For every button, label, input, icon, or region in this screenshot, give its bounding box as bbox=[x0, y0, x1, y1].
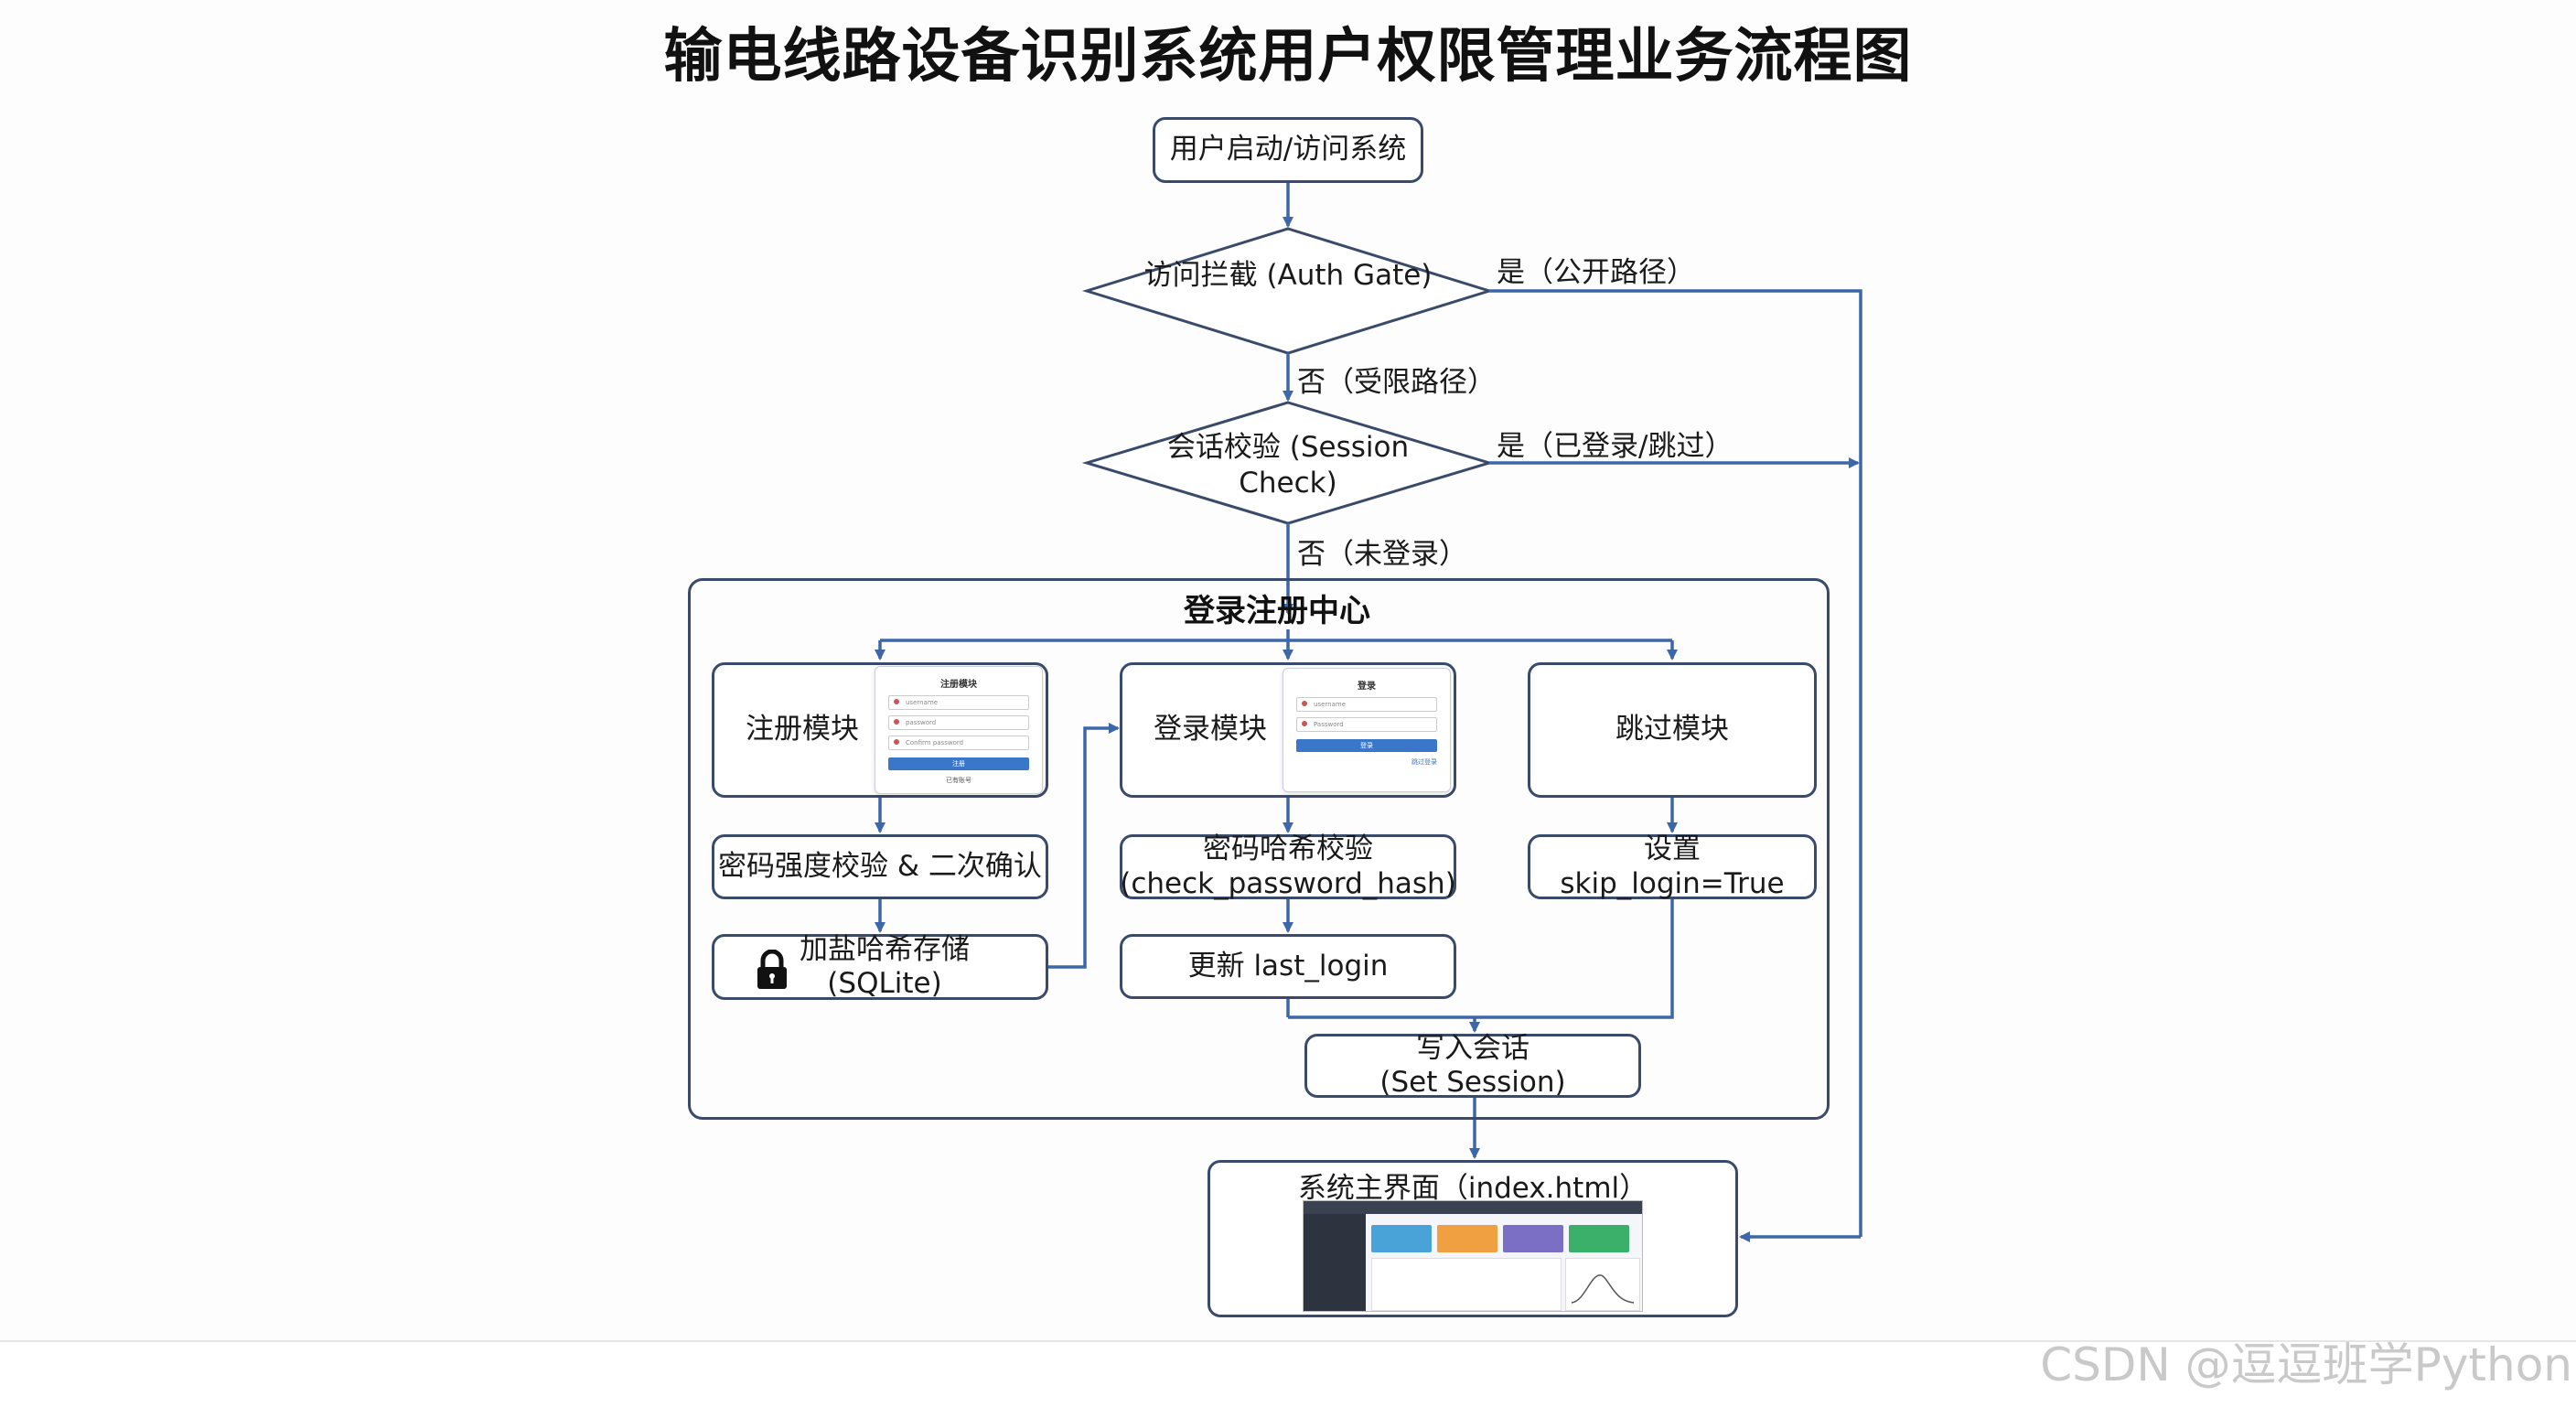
edge-gate-yes bbox=[1489, 289, 1862, 1237]
register-module-label: 注册模块 bbox=[746, 713, 859, 746]
edge-hash-to-login bbox=[1048, 723, 1120, 969]
dashboard-thumb-topbar bbox=[1304, 1201, 1642, 1214]
auth-gate-line1: 访问拦截 bbox=[1143, 259, 1258, 292]
salt-hash-line1: 加盐哈希存储 bbox=[800, 932, 970, 966]
salt-hash-node: 加盐哈希存储 (SQLite) bbox=[712, 932, 1048, 1000]
register-form-thumbnail: 注册模块 username password Confirm password … bbox=[875, 666, 1043, 794]
register-thumb-field3: Confirm password bbox=[888, 736, 1029, 750]
footer-bar bbox=[0, 1340, 2576, 1407]
csdn-watermark: CSDN @逗逗班学Python bbox=[2040, 1338, 2572, 1391]
login-form-thumbnail: 登录 username Password 登录 跳过登录 bbox=[1283, 668, 1451, 792]
register-thumb-button: 注册 bbox=[888, 757, 1029, 770]
dashboard-thumb-curve bbox=[1571, 1274, 1635, 1304]
check-hash-line1: 密码哈希校验 bbox=[1203, 832, 1373, 866]
set-session-node: 写入会话 (Set Session) bbox=[1304, 1031, 1641, 1099]
lock-icon bbox=[757, 950, 787, 989]
dashboard-thumbnail bbox=[1303, 1200, 1643, 1312]
login-thumb-button: 登录 bbox=[1296, 739, 1437, 752]
password-strength-label: 密码强度校验 & 二次确认 bbox=[718, 849, 1042, 883]
check-password-hash-node: 密码哈希校验 (check_password_hash) bbox=[1120, 832, 1456, 900]
page-title: 输电线路设备识别系统用户权限管理业务流程图 bbox=[663, 23, 1913, 91]
dashboard-thumb-card-orange bbox=[1437, 1225, 1497, 1252]
login-module-label: 登录模块 bbox=[1154, 713, 1267, 746]
skip-module-node: 跳过模块 bbox=[1528, 662, 1817, 798]
set-session-line1: 写入会话 bbox=[1415, 1031, 1530, 1065]
dashboard-thumb-sidebar bbox=[1304, 1201, 1366, 1311]
login-thumb-field2: Password bbox=[1296, 717, 1437, 732]
skip-module-label: 跳过模块 bbox=[1615, 713, 1729, 746]
start-label: 用户启动/访问系统 bbox=[1169, 133, 1407, 166]
dashboard-thumb-chart bbox=[1565, 1258, 1640, 1311]
login-thumb-link: 跳过登录 bbox=[1411, 758, 1437, 766]
session-check-line1: 会话校验 bbox=[1166, 431, 1281, 464]
session-check-text: 会话校验 (Session Check) bbox=[1143, 430, 1433, 501]
salt-hash-line2: (SQLite) bbox=[827, 967, 942, 1000]
edge-label-session-yes: 是（已登录/跳过） bbox=[1497, 430, 1733, 463]
set-session-line2: (Set Session) bbox=[1379, 1066, 1566, 1099]
dashboard-thumb-card-green bbox=[1569, 1225, 1629, 1252]
login-thumb-field1: username bbox=[1296, 697, 1437, 712]
session-check-line2: (Session Check) bbox=[1239, 431, 1410, 499]
login-thumb-title: 登录 bbox=[1358, 682, 1376, 692]
start-node: 用户启动/访问系统 bbox=[1153, 117, 1423, 183]
password-strength-node: 密码强度校验 & 二次确认 bbox=[712, 834, 1048, 899]
edge-label-gate-no: 否（受限路径） bbox=[1297, 366, 1496, 399]
login-register-center-group bbox=[688, 578, 1830, 1120]
edge-label-gate-yes: 是（公开路径） bbox=[1497, 256, 1695, 289]
register-thumb-link: 已有账号 bbox=[946, 777, 971, 784]
register-thumb-title: 注册模块 bbox=[940, 680, 977, 690]
dashboard-thumb-card-blue bbox=[1371, 1225, 1432, 1252]
check-hash-line2: (check_password_hash) bbox=[1120, 866, 1456, 900]
dashboard-thumb-table bbox=[1371, 1258, 1562, 1311]
set-skip-login-node: 设置 skip_login=True bbox=[1528, 832, 1817, 900]
update-last-login-label: 更新 last_login bbox=[1187, 949, 1389, 983]
update-last-login-node: 更新 last_login bbox=[1120, 934, 1456, 999]
edge-set-skip-down bbox=[1288, 899, 1674, 1019]
register-thumb-field2: password bbox=[888, 715, 1029, 730]
set-skip-login-label: 设置 skip_login=True bbox=[1560, 832, 1785, 900]
group-title: 登录注册中心 bbox=[1184, 593, 1370, 629]
register-thumb-field1: username bbox=[888, 695, 1029, 710]
main-ui-label: 系统主界面（index.html） bbox=[1297, 1172, 1648, 1205]
dashboard-thumb-card-purple bbox=[1503, 1225, 1563, 1252]
auth-gate-text: 访问拦截 (Auth Gate) bbox=[1143, 258, 1433, 294]
edge-label-session-no: 否（未登录） bbox=[1297, 538, 1467, 571]
auth-gate-line2: (Auth Gate) bbox=[1266, 259, 1433, 292]
